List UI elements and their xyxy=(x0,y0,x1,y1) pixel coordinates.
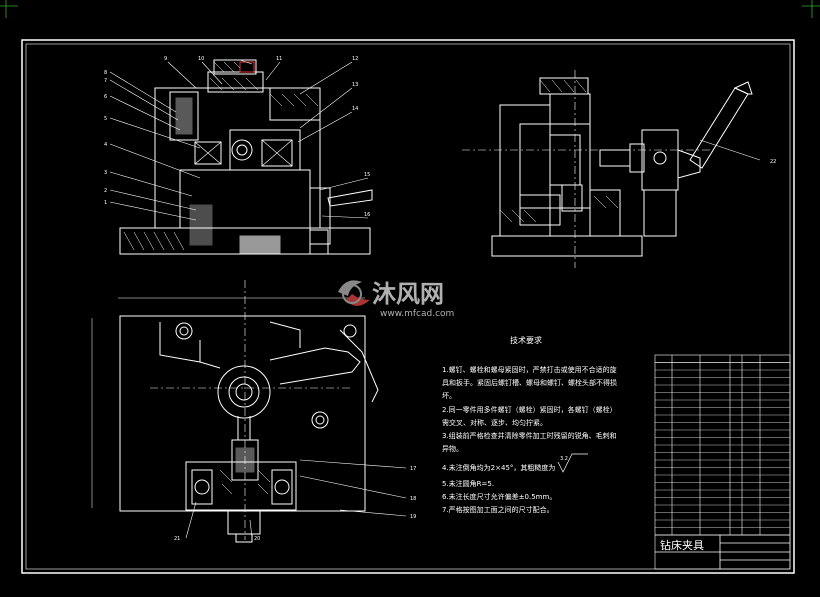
tech-req-title: 技术要求 xyxy=(510,335,542,345)
tech-req-line: 异物。 xyxy=(442,444,463,453)
watermark: 沐风网 www.mfcad.com xyxy=(338,280,454,319)
balloon-8: 8 xyxy=(104,70,107,76)
balloon-13: 13 xyxy=(352,82,358,88)
balloon-22: 22 xyxy=(770,159,776,165)
tech-req-line: 2.同一零件用多件螺钉（螺栓）紧固时，各螺钉（螺栓） xyxy=(442,405,617,414)
tech-req-line: 6.未注长度尺寸允许偏差±0.5mm。 xyxy=(442,492,556,501)
tech-req-line: 7.严格按图加工面之间的尺寸配合。 xyxy=(442,505,554,514)
balloon-15: 15 xyxy=(364,172,370,178)
sheet-border xyxy=(21,39,795,574)
balloon-14: 14 xyxy=(352,106,358,112)
balloon-20: 20 xyxy=(254,536,260,542)
tech-req-line: 5.未注圆角R=5. xyxy=(442,479,494,488)
balloon-6: 6 xyxy=(104,94,107,100)
title-block xyxy=(655,534,790,569)
tech-req-line: 1.螺钉、螺栓和螺母紧固时，严禁打击或使用不合适的旋 xyxy=(442,365,617,374)
tech-req-line: 需交叉、对称、逐步、均匀拧紧。 xyxy=(442,418,547,427)
plan-view xyxy=(91,280,407,543)
parts-list xyxy=(654,354,791,570)
tech-req-line: 3.组装前严格检查并清除零件加工时残留的锐角、毛刺和 xyxy=(442,431,617,440)
balloon-9: 9 xyxy=(164,56,167,62)
watermark-url: www.mfcad.com xyxy=(380,309,454,319)
balloon-11: 11 xyxy=(276,56,282,62)
side-view-balloons: 22 xyxy=(770,159,776,165)
balloon-12: 12 xyxy=(352,56,358,62)
balloon-2: 2 xyxy=(104,188,107,194)
balloon-3: 3 xyxy=(104,170,107,176)
tech-req-line: 具和扳手。紧固后螺钉槽、螺母和螺钉、螺栓头部不得损 xyxy=(442,378,617,387)
tech-req-line: 4.未注倒角均为2×45°，其粗糙度为 xyxy=(442,463,555,472)
balloon-21: 21 xyxy=(174,536,180,542)
balloon-19: 19 xyxy=(410,514,416,520)
balloon-10: 10 xyxy=(198,56,204,62)
roughness-symbol xyxy=(557,453,588,473)
balloon-1: 1 xyxy=(104,200,107,206)
balloon-5: 5 xyxy=(104,116,107,122)
watermark-logo-text: 沐风网 xyxy=(372,280,444,308)
corner-mark xyxy=(0,0,18,18)
side-view xyxy=(462,70,761,268)
front-view-balloons: 8 7 6 5 4 3 2 1 9 10 11 12 13 14 15 16 xyxy=(104,56,370,218)
mfcad-logo-icon xyxy=(338,280,370,306)
drawing-name: 钻床夹具 xyxy=(660,538,704,552)
front-view xyxy=(109,59,373,255)
tech-req-line: 坏。 xyxy=(442,392,456,400)
balloon-16: 16 xyxy=(364,212,370,218)
parts-list-rows xyxy=(655,362,790,536)
balloon-4: 4 xyxy=(104,142,107,148)
balloon-17: 17 xyxy=(410,466,416,472)
inner-border xyxy=(25,43,791,570)
plan-view-balloons: 17 18 19 20 21 xyxy=(174,466,416,542)
balloon-18: 18 xyxy=(410,496,416,502)
roughness-value: 3.2 xyxy=(560,456,568,462)
technical-requirements: 技术要求 1.螺钉、螺栓和螺母紧固时，严禁打击或使用不合适的旋 具和扳手。紧固后… xyxy=(442,335,617,514)
corner-mark xyxy=(802,0,820,18)
balloon-7: 7 xyxy=(104,78,107,84)
